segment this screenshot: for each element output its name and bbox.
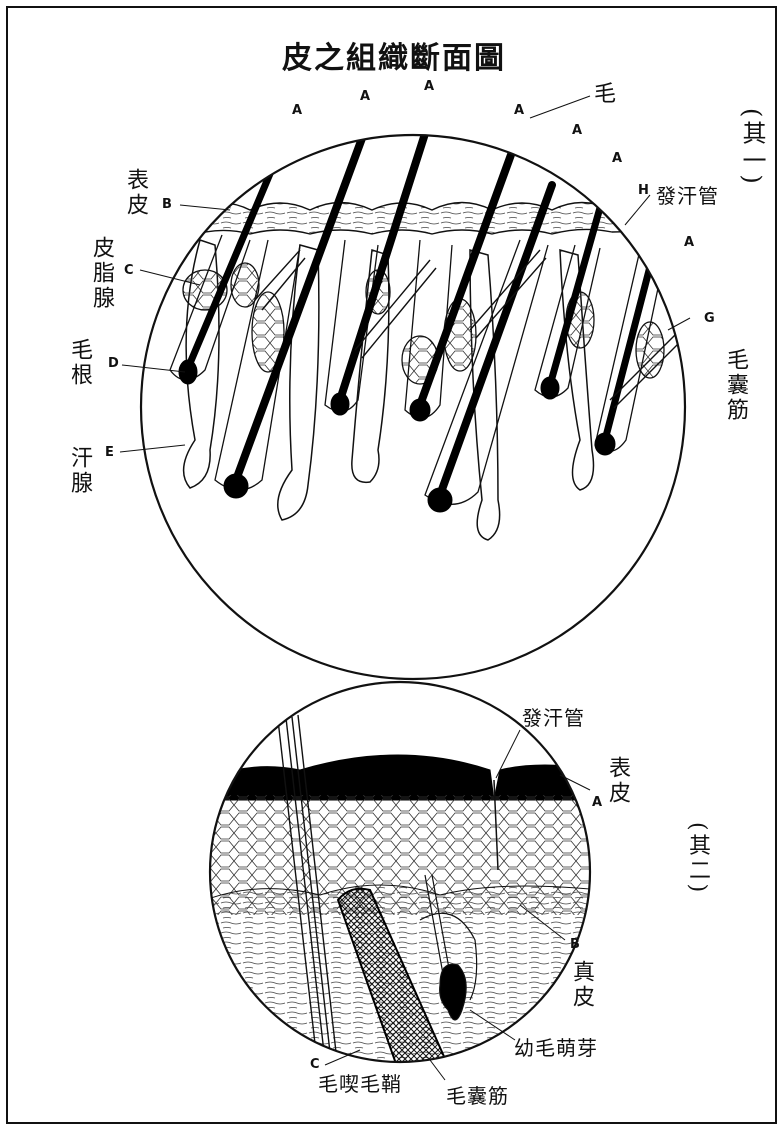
fig1-letter-a-6: A xyxy=(612,152,622,165)
fig2-label-sweat-duct: 發汗管 xyxy=(522,708,585,728)
fig1-letter-h: H xyxy=(638,184,649,197)
fig2-label-hair-sheath: 毛喫毛鞘 xyxy=(318,1074,402,1094)
fig1-letter-a-7: A xyxy=(684,236,694,249)
fig1-label-sweat-duct: 發汗管 xyxy=(656,186,719,206)
fig1-letter-g: G xyxy=(704,312,715,325)
fig2-label-hair-follicle-muscle: 毛囊筋 xyxy=(446,1086,509,1106)
fig1-part-label: (其一) xyxy=(740,108,764,187)
fig2-label-hair-bud: 幼毛萌芽 xyxy=(514,1038,598,1058)
fig2-letter-b: B xyxy=(570,938,580,951)
fig1-letter-a-5: A xyxy=(572,124,582,137)
fig1-letter-e: E xyxy=(105,446,114,459)
fig1-label-hair: 毛 xyxy=(594,84,617,106)
fig1-letter-d: D xyxy=(108,357,119,370)
fig1-letter-c: C xyxy=(124,264,134,277)
fig2-part-label: (其二) xyxy=(686,822,708,895)
figure1-cross-section xyxy=(120,96,700,679)
fig2-label-dermis: 真皮 xyxy=(570,960,592,1010)
fig1-label-hair-root: 毛根 xyxy=(68,338,90,388)
fig1-label-sebaceous-gland: 皮脂腺 xyxy=(90,236,112,311)
fig1-label-sweat-gland: 汗腺 xyxy=(68,446,90,496)
fig1-letter-a-4: A xyxy=(514,104,524,117)
fig1-letter-a-2: A xyxy=(360,90,370,103)
fig2-label-epidermis: 表皮 xyxy=(606,756,628,806)
fig1-letter-a-1: A xyxy=(292,104,302,117)
fig1-label-hair-follicle-muscle: 毛囊筋 xyxy=(724,348,746,423)
fig1-letter-a-3: A xyxy=(424,80,434,93)
figure2-cross-section xyxy=(200,680,600,1080)
fig1-label-epidermis: 表皮 xyxy=(124,168,146,218)
fig2-letter-a: A xyxy=(592,796,602,809)
fig2-letter-c: C xyxy=(310,1058,320,1071)
page-title: 皮之組織斷面圖 xyxy=(282,44,506,74)
fig1-letter-b: B xyxy=(162,198,172,211)
